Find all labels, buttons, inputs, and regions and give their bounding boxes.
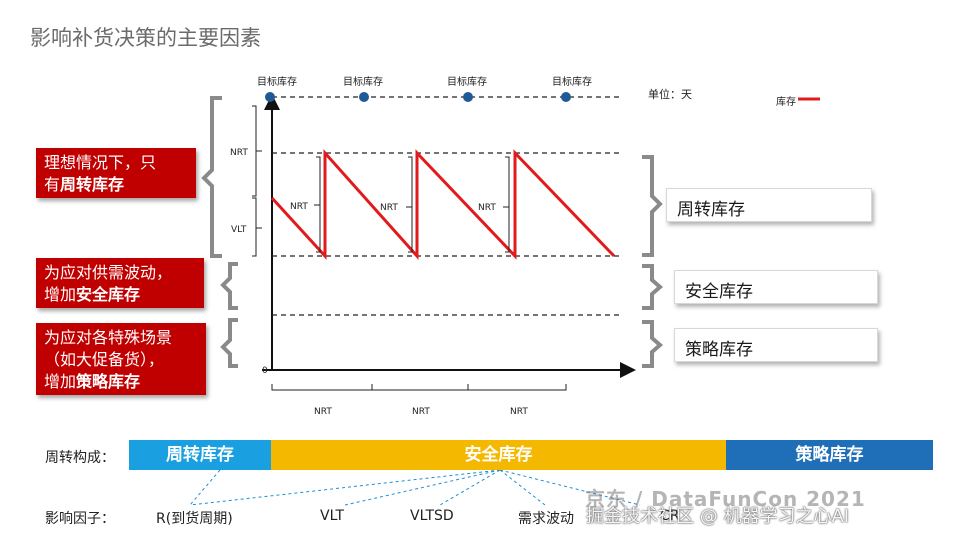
target-point — [359, 92, 369, 102]
target-label: 目标库存 — [257, 75, 297, 88]
target-point — [463, 92, 473, 102]
ideal-line1: 理想情况下，只 — [44, 153, 157, 172]
page-title: 影响补货决策的主要因素 — [30, 26, 261, 50]
inner-nrt-label: NRT — [290, 202, 308, 212]
inventory-sawtooth-line — [270, 149, 616, 260]
ideal-bracket — [201, 96, 222, 258]
ideal-line2: 有周转库存 — [44, 174, 188, 196]
strategy-line3: 增加策略库存 — [44, 371, 198, 393]
factor-connector — [439, 469, 501, 506]
bottom-nrt-bracket — [372, 384, 469, 391]
factor-connector — [344, 469, 501, 506]
turnover-stock-label: 周转库存 — [666, 188, 872, 222]
bottom-nrt-label: NRT — [510, 407, 528, 417]
factor-connector — [189, 469, 221, 506]
composition-label: 周转构成： — [45, 450, 115, 466]
strategy-right-bracket — [642, 320, 664, 368]
factor-connector — [499, 469, 641, 506]
target-point — [561, 92, 571, 102]
factor-cr: CR — [660, 508, 680, 524]
strategy-line2: （如大促备货）， — [44, 350, 165, 369]
unit-label: 单位：天 — [648, 87, 692, 101]
strategy-bracket — [220, 318, 238, 368]
strategy-line3-bold: 策略库存 — [76, 372, 141, 391]
composition-safety-segment: 安全库存 — [271, 440, 726, 470]
bottom-nrt-bracket — [271, 384, 373, 391]
target-label: 目标库存 — [343, 75, 383, 88]
ideal-line2-bold: 周转库存 — [60, 175, 125, 194]
factor-demand-fluctuation: 需求波动 — [518, 511, 574, 527]
inner-nrt-label: NRT — [380, 203, 398, 213]
target-point — [265, 92, 275, 102]
composition-turnover-segment: 周转库存 — [129, 440, 271, 470]
bottom-nrt-bracket — [468, 384, 567, 391]
inner-nrt-bracket — [505, 156, 510, 253]
factor-vltsd: VLTSD — [410, 508, 454, 524]
safety-stock-box: 为应对供需波动， 增加安全库存 — [36, 258, 204, 308]
nrt-tick — [252, 105, 257, 197]
bottom-nrt-label: NRT — [314, 407, 332, 417]
safety-bracket — [220, 262, 238, 310]
vlt-tick — [252, 197, 257, 257]
y-vlt-label: VLT — [231, 225, 247, 235]
factor-vlt: VLT — [320, 508, 345, 524]
composition-strategy-segment: 策略库存 — [726, 440, 933, 470]
inner-nrt-bracket — [408, 156, 413, 253]
factor-connector — [499, 469, 546, 506]
event-watermark: 京东 / DataFunCon 2021 — [585, 487, 866, 511]
safety-line2: 增加安全库存 — [44, 284, 196, 306]
safety-stock-label: 安全库存 — [674, 270, 878, 304]
target-label: 目标库存 — [552, 75, 592, 88]
safety-line1: 为应对供需波动， — [44, 263, 173, 282]
legend-label: 库存 — [776, 95, 796, 108]
target-label: 目标库存 — [447, 75, 487, 88]
ideal-case-box: 理想情况下，只 有周转库存 — [36, 148, 196, 198]
y-nrt-label: NRT — [230, 148, 248, 158]
factor-connector — [189, 469, 501, 506]
strategy-stock-box: 为应对各特殊场景 （如大促备货）， 增加策略库存 — [36, 323, 206, 395]
community-watermark: 掘金技术社区 @ 机器学习之心AI — [586, 506, 850, 527]
inner-nrt-label: NRT — [478, 203, 496, 213]
bottom-nrt-label: NRT — [412, 407, 430, 417]
safety-line2-prefix: 增加 — [44, 285, 77, 304]
factors-label: 影响因子： — [45, 511, 115, 527]
factor-r: R(到货周期) — [156, 511, 233, 527]
y-zero-label: 0 — [262, 366, 268, 376]
ideal-line2-prefix: 有 — [44, 175, 61, 194]
turnover-bracket — [642, 155, 663, 257]
safety-right-bracket — [642, 264, 664, 310]
safety-line2-bold: 安全库存 — [76, 285, 141, 304]
strategy-line3-prefix: 增加 — [44, 372, 77, 391]
strategy-line1: 为应对各特殊场景 — [44, 328, 173, 347]
strategy-stock-label: 策略库存 — [674, 328, 878, 362]
